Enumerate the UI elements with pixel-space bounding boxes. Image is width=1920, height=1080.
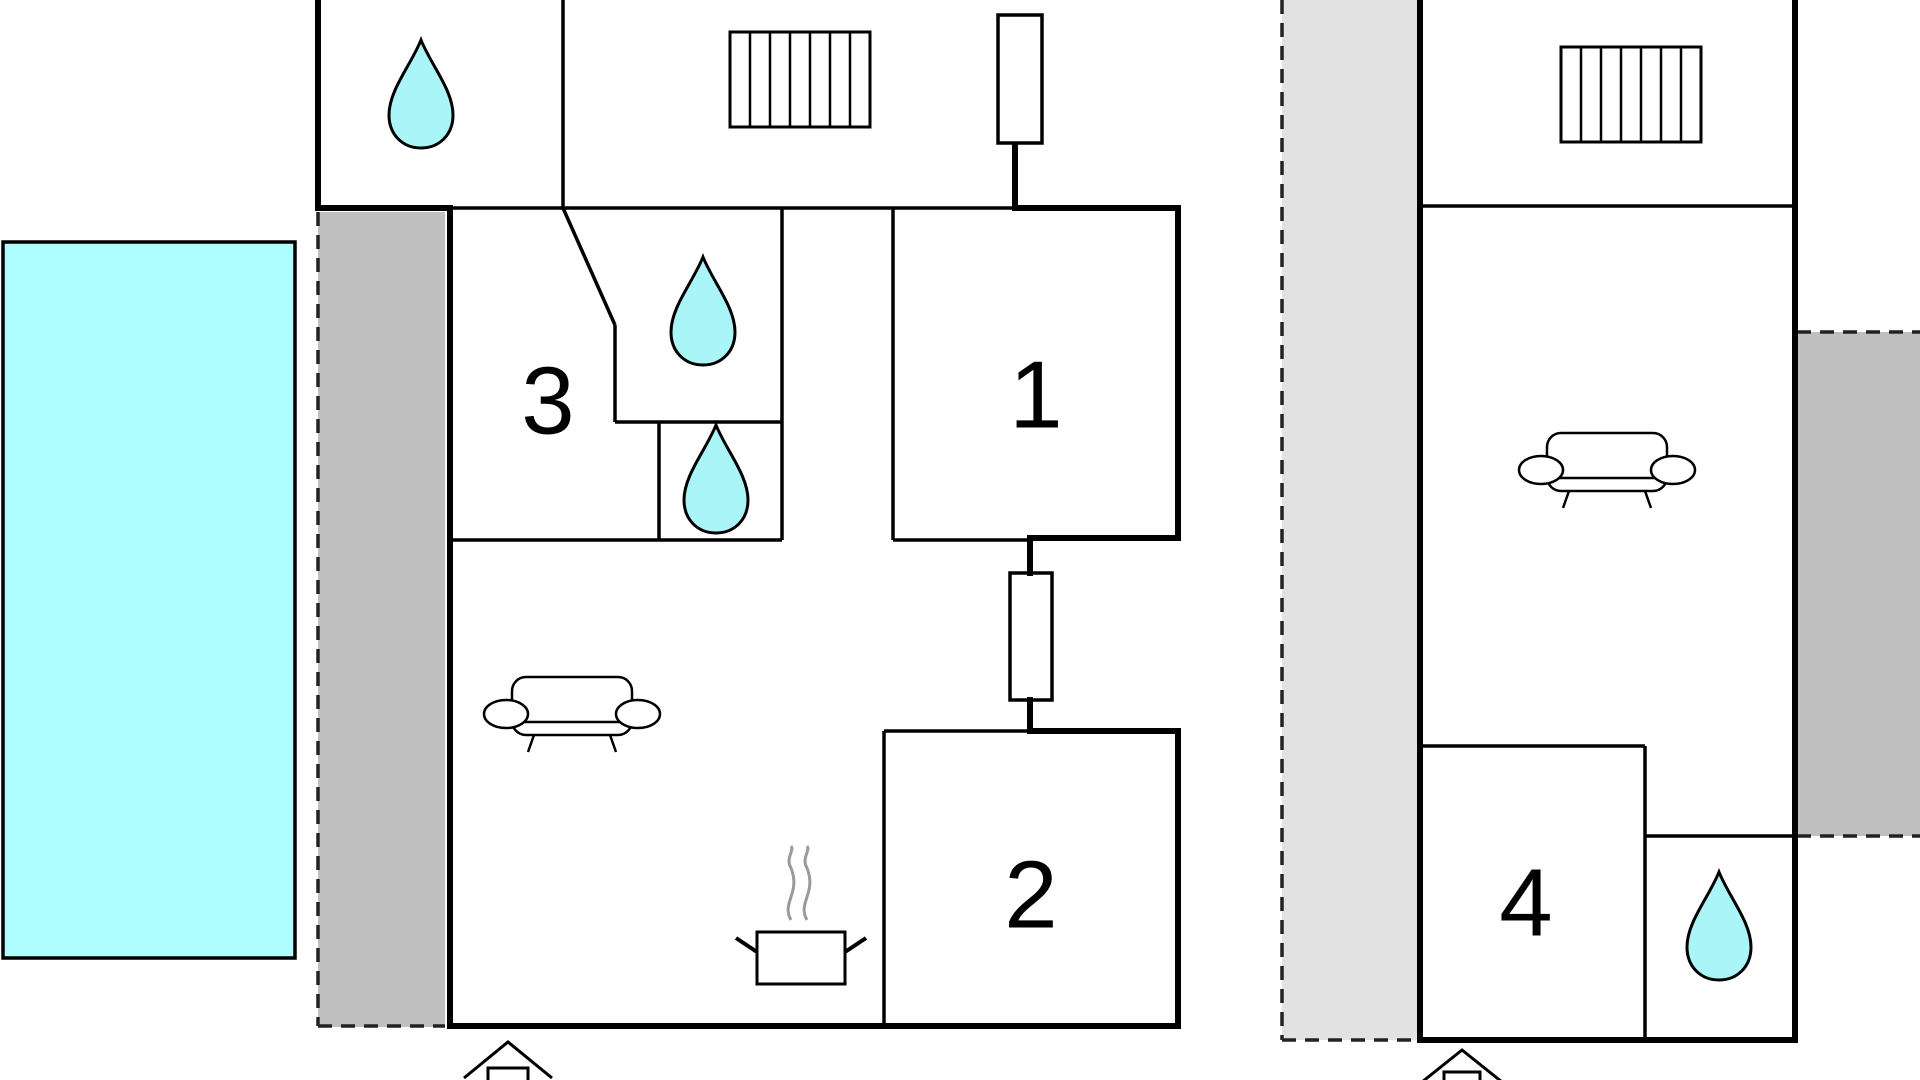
room-4 [1420,744,1795,1040]
water-drop-icon [682,423,750,535]
door-icon [1008,571,1054,702]
water-drop-icon [387,38,455,150]
main-building-walls [447,205,1181,1029]
radiator-icon [728,30,872,129]
terrace-left [318,212,445,1027]
room-2 [882,729,1030,1026]
entrance-arrow-icon [1422,1048,1502,1080]
water-drop-icon [1685,870,1753,982]
pool [1,240,297,960]
room-label-2: 2 [1004,841,1057,948]
sofa-icon [482,675,662,753]
room-label-3: 3 [521,347,574,454]
room-3 [450,207,784,542]
sofa-icon [1517,431,1697,509]
terrace-right [1797,332,1920,836]
door-icon [996,13,1044,145]
water-drop-icon [669,255,737,367]
room-1 [891,208,1030,542]
radiator-icon [1559,45,1703,144]
annex-building-walls [1417,0,1798,1043]
terrace-middle [1282,0,1420,1040]
room-label-1: 1 [1009,341,1062,448]
entrance-arrow-icon [463,1040,553,1080]
room-label-4: 4 [1499,849,1552,956]
top-annex [315,0,1018,211]
cooking-pot-icon [734,844,868,986]
